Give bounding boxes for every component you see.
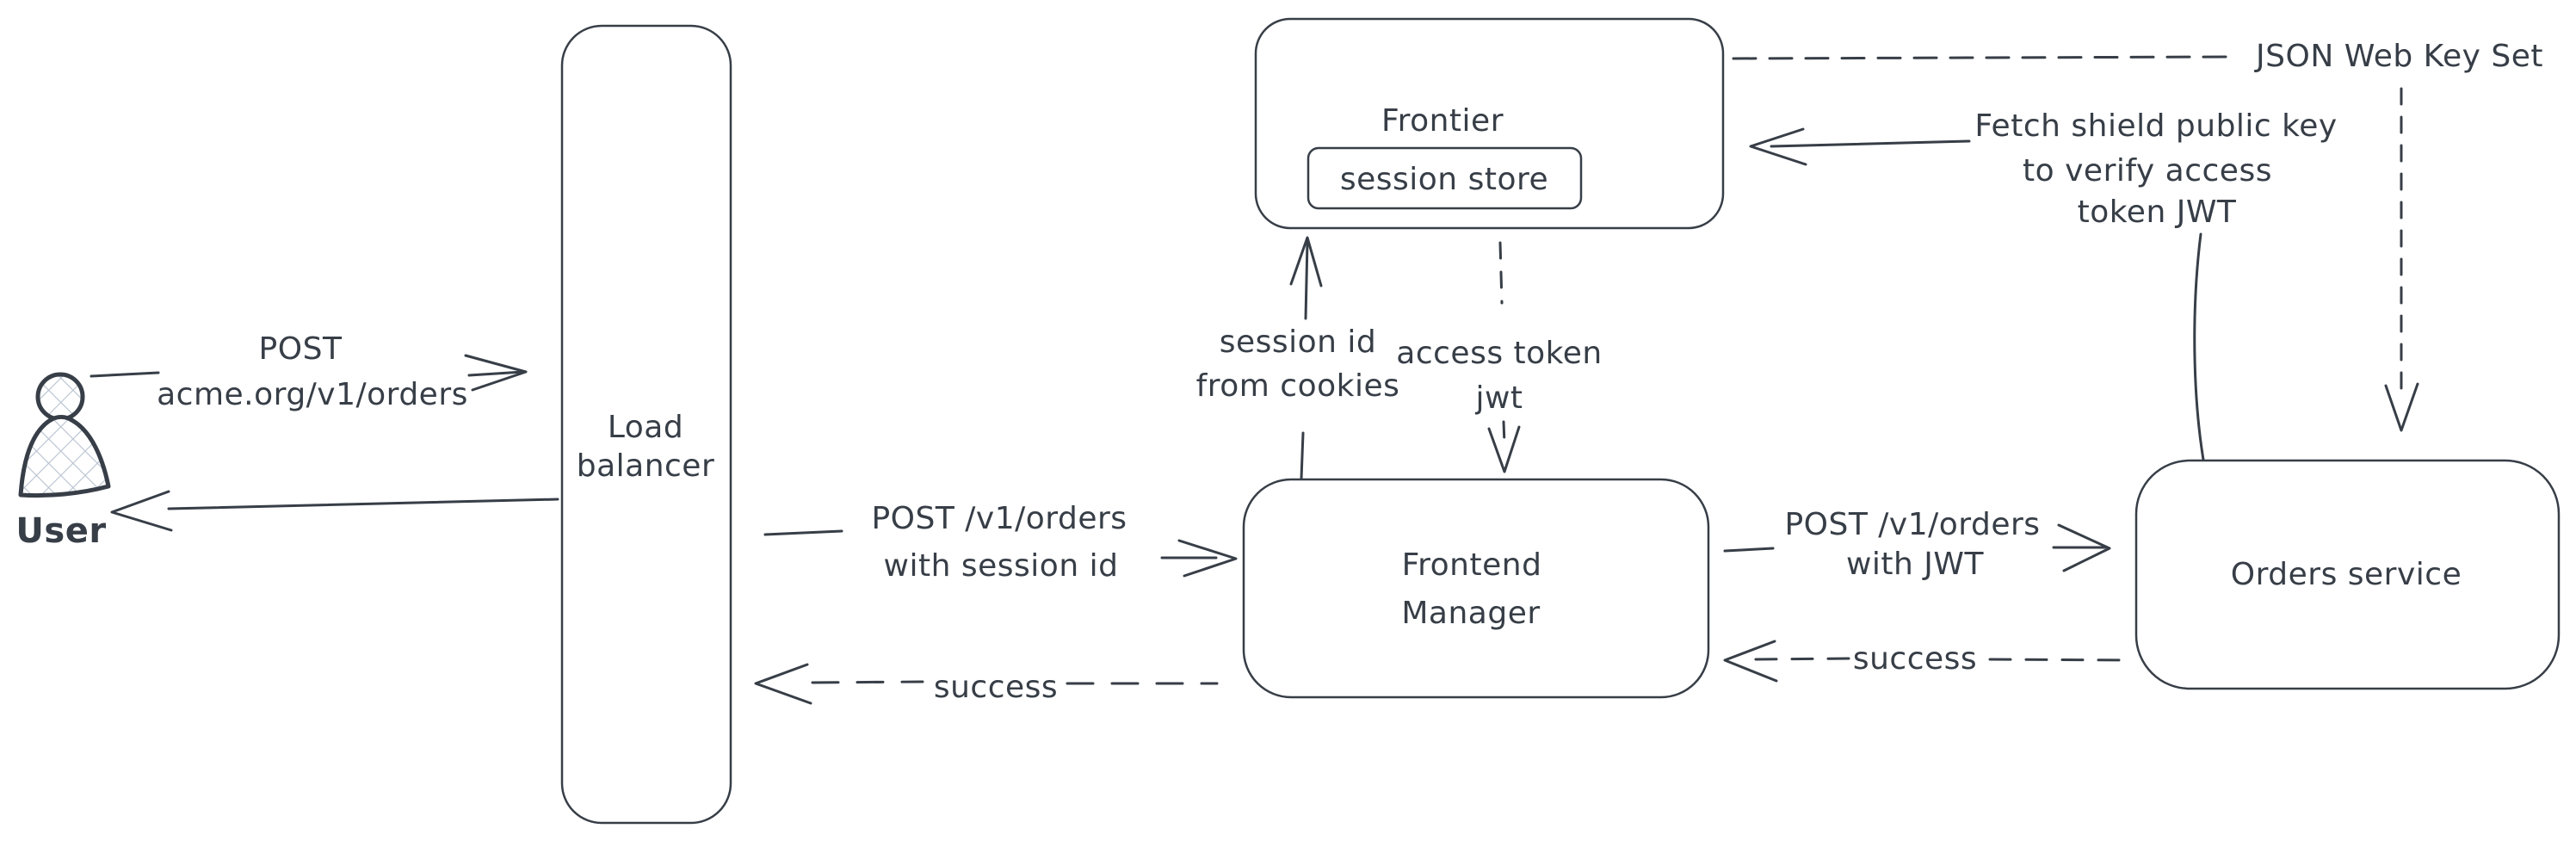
arrow-fm-to-lb-success[interactable] bbox=[754, 663, 1219, 705]
load-balancer-label-1[interactable]: Load bbox=[607, 410, 684, 445]
arrow-user-to-lb[interactable] bbox=[90, 354, 528, 392]
load-balancer-node[interactable] bbox=[560, 24, 732, 825]
frontend-manager-label-1[interactable]: Frontend bbox=[1401, 547, 1542, 583]
edge-label-fetch-key-1[interactable]: Fetch shield public key bbox=[1974, 108, 2338, 144]
edge-label-lb-to-fm-2[interactable]: with session id bbox=[883, 548, 1119, 584]
frontier-label[interactable]: Frontier bbox=[1381, 103, 1504, 139]
edge-label-orders-to-fm-success[interactable]: success bbox=[1852, 641, 1978, 677]
user-head-icon bbox=[35, 372, 85, 422]
arrow-jwks-to-orders[interactable] bbox=[2384, 87, 2419, 432]
user-node[interactable] bbox=[18, 372, 111, 498]
edge-label-access-token-2[interactable]: jwt bbox=[1475, 380, 1523, 416]
arrow-fm-to-frontier[interactable] bbox=[1289, 236, 1323, 480]
edge-label-fetch-key-2[interactable]: to verify access bbox=[2023, 153, 2272, 189]
edge-label-user-to-lb-1[interactable]: POST bbox=[258, 331, 343, 367]
arrow-lb-to-fm[interactable] bbox=[763, 529, 1238, 578]
session-store-node[interactable] bbox=[1307, 146, 1583, 210]
frontend-manager-label-2[interactable]: Manager bbox=[1401, 596, 1541, 631]
edge-label-session-id-1[interactable]: session id bbox=[1219, 325, 1377, 360]
jwks-label[interactable]: JSON Web Key Set bbox=[2256, 39, 2543, 74]
edge-label-fm-to-orders-2[interactable]: with JWT bbox=[1845, 547, 1985, 582]
arrow-fm-to-orders[interactable] bbox=[1723, 523, 2111, 572]
edge-label-session-id-2[interactable]: from cookies bbox=[1195, 368, 1400, 404]
arrow-lb-to-user[interactable] bbox=[110, 490, 559, 532]
edge-label-access-token-1[interactable]: access token bbox=[1396, 336, 1603, 371]
edge-label-user-to-lb-2[interactable]: acme.org/v1/orders bbox=[157, 377, 468, 412]
session-store-label[interactable]: session store bbox=[1339, 162, 1549, 197]
frontend-manager-node[interactable] bbox=[1242, 478, 1710, 699]
dashed-line-frontier-to-jwks[interactable] bbox=[1732, 55, 2233, 60]
edge-label-fm-to-orders-1[interactable]: POST /v1/orders bbox=[1784, 507, 2041, 542]
orders-service-node[interactable] bbox=[2134, 459, 2561, 690]
user-label[interactable]: User bbox=[15, 511, 107, 551]
arrow-frontier-to-fm[interactable] bbox=[1487, 241, 1521, 473]
arrow-orders-to-frontier[interactable] bbox=[1749, 127, 2205, 461]
edge-label-fetch-key-3[interactable]: token JWT bbox=[2077, 195, 2237, 230]
edge-label-fm-to-lb-success[interactable]: success bbox=[933, 670, 1059, 705]
load-balancer-label-2[interactable]: balancer bbox=[576, 448, 715, 484]
arrow-orders-to-fm-success[interactable] bbox=[1723, 640, 2134, 683]
orders-service-label[interactable]: Orders service bbox=[2230, 557, 2462, 592]
user-body-icon bbox=[18, 415, 111, 498]
edge-label-lb-to-fm-1[interactable]: POST /v1/orders bbox=[871, 501, 1127, 536]
